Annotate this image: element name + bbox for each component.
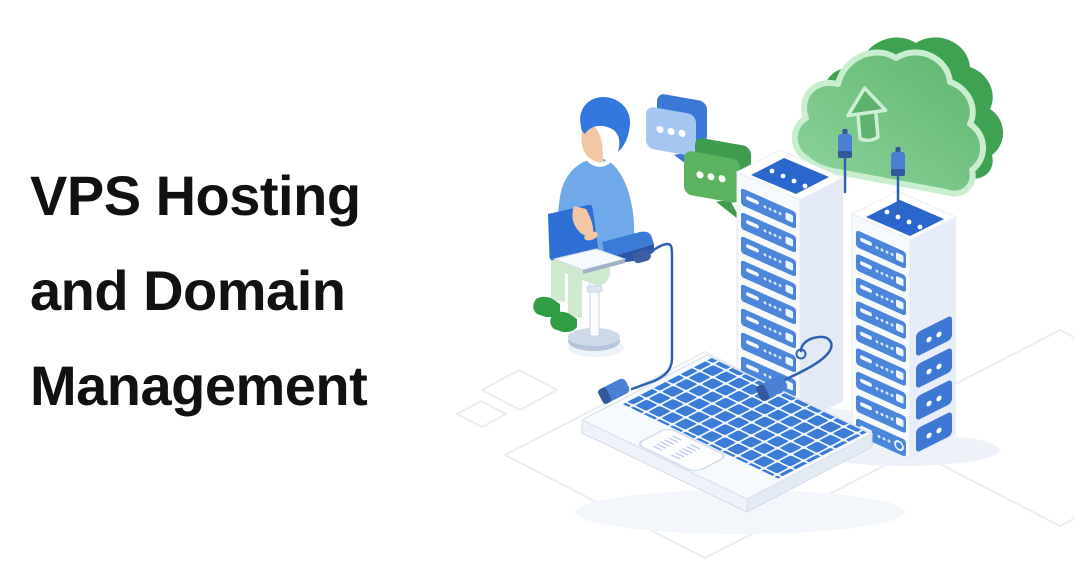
trackpad [639,428,725,472]
hand [584,231,598,241]
key-grid [622,358,867,479]
collar [586,157,611,167]
laptop-keyboard-illustration [580,354,874,513]
person-illustration [533,97,654,351]
hair [580,97,631,152]
title-line-1: VPS Hosting [30,164,361,227]
page-title: VPS Hosting and Domain Management [30,148,460,433]
title-line-3: Management [30,354,368,417]
ground-cables [630,242,833,391]
shoes [533,296,577,333]
top-panel [751,158,829,194]
cloud-cables [843,153,900,214]
face [581,122,603,162]
upload-arrow-icon [846,86,888,143]
trackpad-marks [652,435,701,460]
top-panel [866,200,944,236]
server-rack-right [850,190,958,459]
forearm [572,206,594,238]
server-rack-left [735,149,845,424]
title-line-2: and Domain [30,259,346,322]
cloud-upload-icon [791,37,1004,197]
seat [602,231,654,257]
chat-bubbles-icon [646,94,751,223]
